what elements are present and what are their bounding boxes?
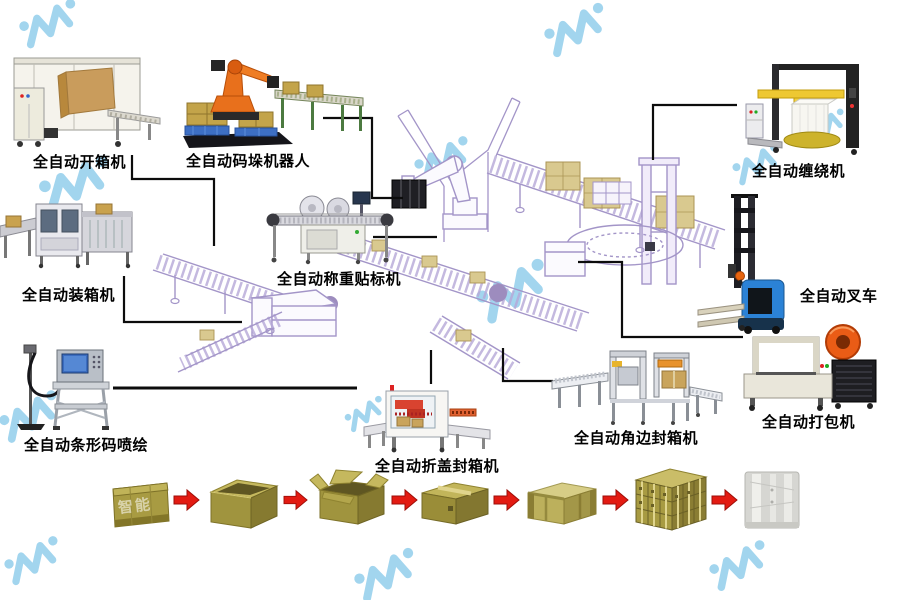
weighing-labeling-machine-image [266,191,394,265]
flow-arrow-icon [391,489,418,511]
label-carton-opener: 全自动开箱机 [33,153,127,171]
label-weighing-labeling-machine: 全自动称重贴标机 [277,270,402,288]
barcode-inkjet-printer-image [17,344,110,430]
label-flap-folding-sealer: 全自动折盖封箱机 [375,457,500,475]
flow-arrow-icon [711,489,738,511]
connector-wrapping-machine [651,103,737,160]
flow-arrow-icon [283,490,308,510]
forklift-image [697,194,785,334]
watermark-overlay-text: 智能 [117,494,154,518]
flow-arrow-icon [602,489,629,511]
process-stage-carton-flaps-open [309,469,389,525]
process-stage-sealed-carton [421,482,489,525]
process-stage-palletized-stack [634,468,708,531]
label-palletizing-robot: 全自动码垛机器人 [186,152,311,170]
flow-arrow-icon [173,489,200,511]
case-packer-image [0,203,133,269]
flap-folding-sealer-image [363,385,491,453]
wrapping-machine-image [745,64,859,155]
process-stage-stretch-wrapped-pallet [744,471,800,529]
process-stage-corner-taped-carton [527,482,597,525]
label-corner-edge-sealer: 全自动角边封箱机 [574,429,699,447]
label-forklift: 全自动叉车 [800,287,878,305]
palletizing-robot-image [183,59,364,148]
connector-carton-opener [130,155,216,246]
process-stage-flat-carton-blank [112,482,170,528]
strapping-machine-image [743,324,877,411]
label-case-packer: 全自动装箱机 [22,286,116,304]
label-barcode-inkjet-printer: 全自动条形码喷绘 [24,436,149,454]
connector-corner-sealer [501,348,553,383]
label-wrapping-machine: 全自动缠绕机 [752,162,846,180]
process-stage-erected-open-carton [209,479,279,529]
connector-palletizing-robot [323,116,403,200]
connector-strapping-machine [578,260,743,339]
connector-case-packer [122,276,242,324]
label-strapping-machine: 全自动打包机 [762,413,856,431]
corner-edge-sealer-image [551,350,723,425]
carton-opener-image [13,57,161,147]
flow-arrow-icon [493,489,520,511]
